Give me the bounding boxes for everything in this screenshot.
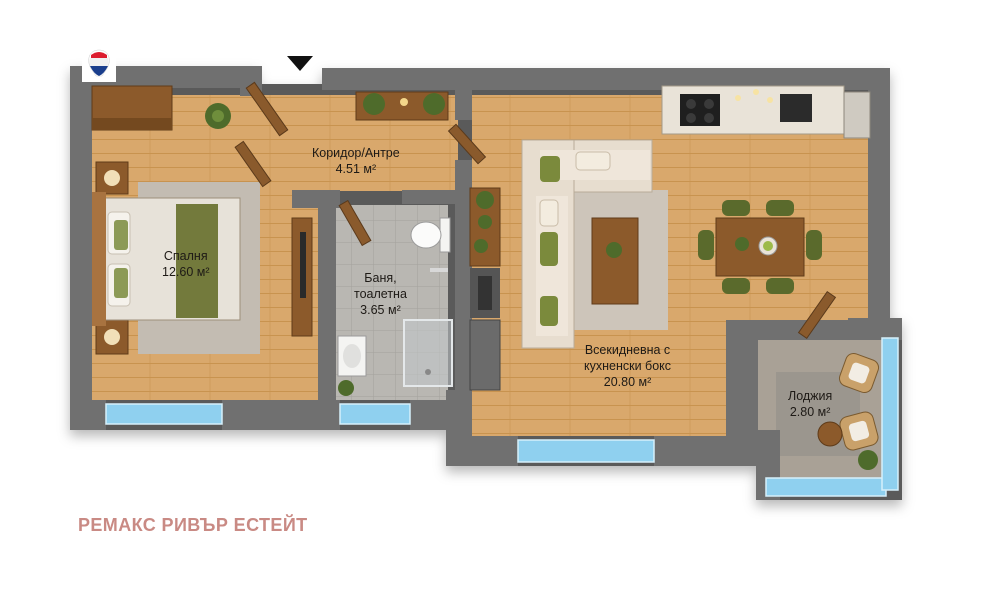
plant: [474, 239, 488, 253]
plant: [363, 93, 385, 115]
room-label-living: Всекидневна с кухненски бокс 20.80 м²: [584, 342, 671, 390]
room-name-line: Баня,: [364, 271, 397, 285]
room-name: Лоджия: [788, 389, 833, 403]
towel-rail: [430, 268, 448, 272]
room-label-corridor: Коридор/Антре 4.51 м²: [312, 145, 400, 177]
loggia-furniture: [817, 352, 880, 470]
room-label-bathroom: Баня, тоалетна 3.65 м²: [354, 270, 407, 318]
room-area: 20.80 м²: [603, 375, 652, 389]
kitchen-sink: [780, 94, 812, 122]
doors: [234, 81, 837, 340]
coffee-table: [591, 217, 639, 305]
remax-balloon-icon: [82, 48, 116, 82]
room-area: 3.65 м²: [360, 303, 401, 317]
dining-chair: [806, 230, 822, 260]
cooktop: [680, 94, 720, 126]
living-floor-lower: [472, 430, 730, 436]
dining-chair: [698, 230, 714, 260]
brand-name: РЕМАКС РИВЪР ЕСТЕЙТ: [78, 515, 308, 535]
room-area: 12.60 м²: [162, 265, 210, 279]
side-table: [817, 421, 843, 447]
walls: [70, 66, 902, 500]
fridge: [469, 319, 501, 391]
shower-enclosure: [403, 319, 453, 387]
plant: [478, 215, 492, 229]
sink: [337, 335, 367, 377]
room-name-line: Всекидневна с: [584, 343, 671, 357]
bed-throw: [176, 204, 218, 318]
windows: [105, 337, 899, 497]
toilet: [410, 221, 442, 249]
living-furniture: [469, 85, 871, 391]
plant: [735, 237, 749, 251]
room-name: Спалня: [163, 249, 208, 263]
plant: [476, 191, 494, 209]
plant: [858, 450, 878, 470]
bathroom-fixtures: [337, 217, 453, 396]
room-area: 4.51 м²: [335, 162, 377, 176]
room-name-line: кухненски бокс: [584, 359, 672, 373]
dining-chair: [766, 278, 794, 294]
dining-chair: [722, 200, 750, 216]
plant: [606, 242, 622, 258]
oven-column: [843, 91, 871, 139]
room-label-bedroom: Спалня 12.60 м²: [162, 248, 210, 280]
corridor-furniture: [355, 91, 449, 121]
room-label-loggia: Лоджия 2.80 м²: [788, 388, 832, 420]
bed-headboard: [92, 192, 106, 326]
entrance-arrow-icon: [287, 56, 313, 71]
dining-chair: [766, 200, 794, 216]
plant: [338, 380, 354, 396]
room-name: Коридор/Антре: [312, 146, 400, 160]
dining-chair: [722, 278, 750, 294]
plant: [423, 93, 445, 115]
room-area: 2.80 м²: [789, 405, 831, 419]
bedroom-furniture: [91, 85, 313, 355]
room-name-line: тоалетна: [354, 287, 407, 301]
